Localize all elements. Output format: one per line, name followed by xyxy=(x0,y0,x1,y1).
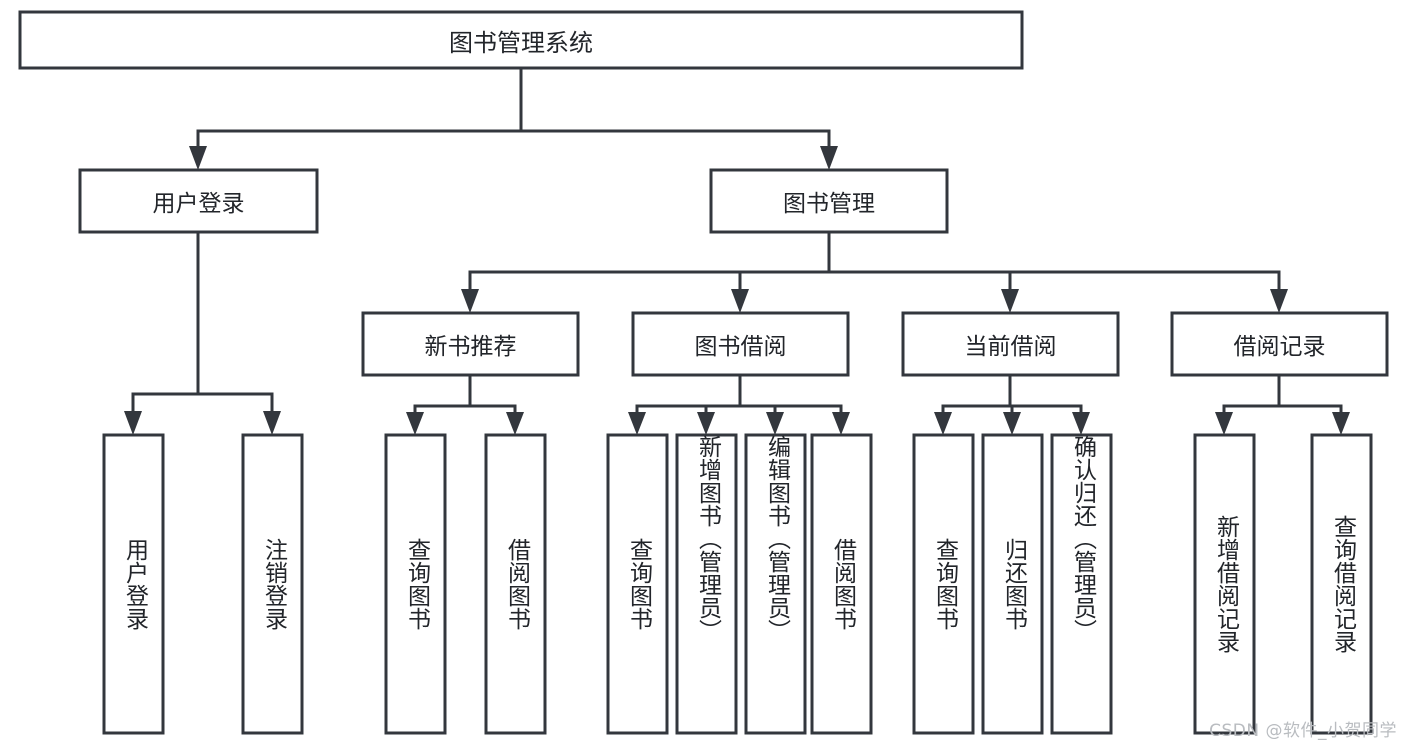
node-box-leaf-query-book-current[interactable] xyxy=(912,433,975,735)
arrow-head-leaf-query-borrow-record xyxy=(1332,412,1350,435)
arrow-head-leaf-borrow-book xyxy=(832,412,850,435)
arrow-head-leaf-borrow-book-recommend xyxy=(506,412,524,435)
node-box-borrow-record[interactable] xyxy=(1170,311,1389,377)
connector-group-user-login xyxy=(124,230,281,435)
arrow-head-leaf-query-book-borrow xyxy=(628,412,646,435)
arrow-head-leaf-query-book-current xyxy=(934,412,952,435)
arrow-head-new-book-recommend xyxy=(461,289,479,313)
arrow-head-book-management xyxy=(820,146,838,170)
arrow-head-leaf-add-book xyxy=(697,412,715,435)
node-box-new-book-recommend[interactable] xyxy=(361,311,580,377)
arrow-head-book-borrow xyxy=(731,289,749,313)
node-box-book-management[interactable] xyxy=(709,168,949,234)
arrow-head-leaf-confirm-return xyxy=(1072,412,1090,435)
arrow-head-leaf-query-book-recommend xyxy=(406,412,424,435)
node-box-leaf-add-borrow-record[interactable] xyxy=(1193,433,1256,735)
node-box-leaf-borrow-book-recommend[interactable] xyxy=(484,433,547,735)
node-box-root[interactable] xyxy=(18,10,1024,70)
connector-group-book-management xyxy=(461,230,1288,313)
connector-group-current-borrow xyxy=(934,373,1090,435)
connector-group-new-book-recommend xyxy=(406,373,524,435)
node-box-leaf-return-book[interactable] xyxy=(981,433,1044,735)
watermark-text: CSDN @软件_小贺同学 xyxy=(1209,721,1397,741)
arrow-head-leaf-user-login xyxy=(124,411,142,435)
arrow-head-user-login xyxy=(189,146,207,170)
node-box-leaf-borrow-book[interactable] xyxy=(810,433,873,735)
arrow-head-leaf-return-book xyxy=(1003,412,1021,435)
node-box-book-borrow[interactable] xyxy=(631,311,850,377)
connector-group-book-borrow xyxy=(628,373,850,435)
node-box-user-login[interactable] xyxy=(78,168,319,234)
arrow-head-current-borrow xyxy=(1001,289,1019,313)
node-box-leaf-query-book-borrow[interactable] xyxy=(606,433,669,735)
node-box-leaf-confirm-return[interactable] xyxy=(1050,433,1113,735)
connector-group-borrow-record xyxy=(1215,373,1350,435)
arrow-head-borrow-record xyxy=(1270,289,1288,313)
arrow-head-leaf-add-borrow-record xyxy=(1215,412,1233,435)
connector-group-root xyxy=(189,66,838,170)
node-box-leaf-add-book[interactable] xyxy=(675,433,738,735)
node-box-leaf-user-login[interactable] xyxy=(102,433,165,735)
arrow-head-leaf-edit-book xyxy=(766,412,784,435)
node-box-leaf-query-borrow-record[interactable] xyxy=(1310,433,1373,735)
node-box-leaf-query-book-recommend[interactable] xyxy=(384,433,447,735)
node-box-leaf-logout[interactable] xyxy=(241,433,304,735)
arrow-head-leaf-logout xyxy=(263,411,281,435)
node-box-leaf-edit-book[interactable] xyxy=(744,433,807,735)
node-box-current-borrow[interactable] xyxy=(901,311,1120,377)
